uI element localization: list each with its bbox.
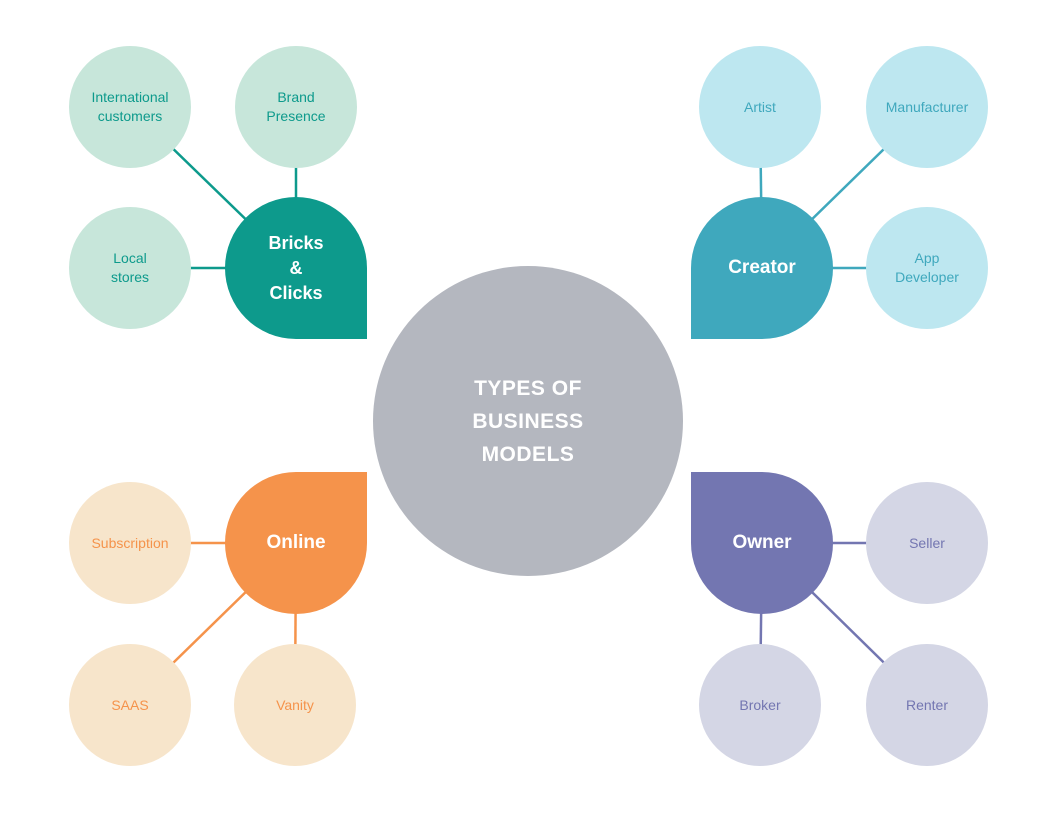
satellite-node-international-customers[interactable]: International customers: [69, 46, 191, 168]
satellite-label: International customers: [91, 89, 169, 124]
satellite-label: Broker: [739, 696, 781, 713]
satellite-node-manufacturer[interactable]: Manufacturer: [866, 46, 988, 168]
satellite-node-renter[interactable]: Renter: [866, 644, 988, 766]
satellite-node-saas[interactable]: SAAS: [69, 644, 191, 766]
satellite-label: Subscription: [91, 534, 169, 551]
satellite-label: Artist: [744, 98, 776, 115]
main-node-label: Bricks & Clicks: [268, 232, 324, 303]
main-node-label: Creator: [728, 257, 796, 278]
satellite-label: App Developer: [895, 250, 959, 285]
satellite-node-seller[interactable]: Seller: [866, 482, 988, 604]
center-node[interactable]: TYPES OF BUSINESS MODELS: [373, 266, 683, 576]
main-node-label: Online: [266, 532, 326, 553]
satellite-node-brand-presence[interactable]: Brand Presence: [235, 46, 357, 168]
center-node-label: TYPES OF BUSINESS MODELS: [472, 376, 584, 466]
satellite-label: Brand Presence: [266, 89, 326, 124]
satellite-node-broker[interactable]: Broker: [699, 644, 821, 766]
main-node-label: Owner: [732, 532, 792, 553]
satellite-node-app-developer[interactable]: App Developer: [866, 207, 988, 329]
main-node-creator[interactable]: Creator: [691, 197, 833, 339]
satellite-node-subscription[interactable]: Subscription: [69, 482, 191, 604]
satellite-label: Local stores: [110, 250, 150, 285]
main-node-bricks-and-clicks[interactable]: Bricks & Clicks: [225, 197, 367, 339]
satellite-label: Seller: [909, 534, 945, 551]
satellite-label: SAAS: [111, 696, 149, 713]
main-node-owner[interactable]: Owner: [691, 472, 833, 614]
satellite-label: Vanity: [276, 696, 314, 713]
main-node-online[interactable]: Online: [225, 472, 367, 614]
satellite-node-local-stores[interactable]: Local stores: [69, 207, 191, 329]
satellite-node-artist[interactable]: Artist: [699, 46, 821, 168]
satellite-label: Renter: [905, 696, 949, 713]
satellite-node-vanity[interactable]: Vanity: [234, 644, 356, 766]
satellite-label: Manufacturer: [885, 98, 969, 115]
